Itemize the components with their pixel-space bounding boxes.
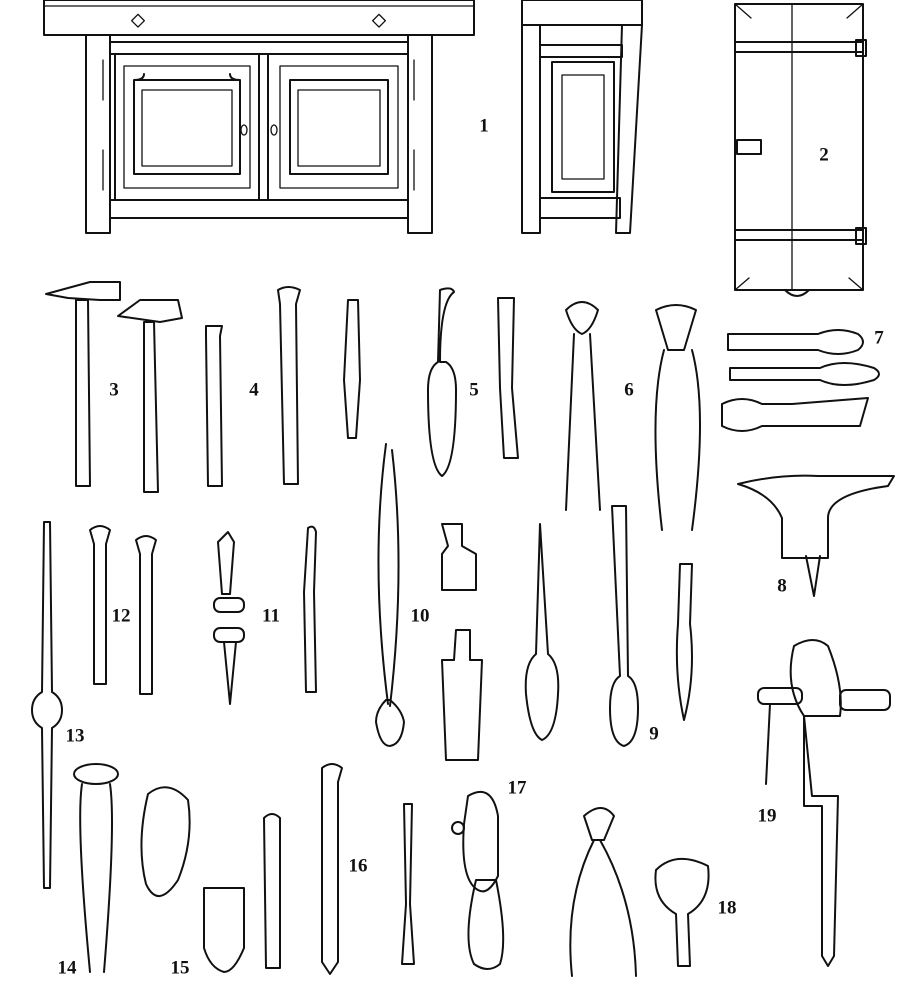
pin-vise-drawing: [451, 791, 505, 970]
figure-number-7: 7: [874, 327, 884, 349]
figure-number-18: 18: [717, 897, 737, 919]
hand-vices-drawing: [140, 786, 245, 973]
figure-number-4: 4: [249, 379, 259, 401]
punches-tall-drawing: [263, 763, 415, 975]
files-drawing: [721, 329, 880, 432]
burnisher-drawing: [654, 858, 710, 967]
anvil-drawing: [737, 474, 895, 597]
bow-drill-drawing: [375, 443, 483, 761]
pincers-drawing: [569, 807, 637, 977]
figure-number-13: 13: [65, 725, 85, 747]
workbench-side-drawing: [521, 0, 643, 234]
figure-number-16: 16: [348, 855, 368, 877]
awl-file-needle-drawing: [524, 505, 693, 747]
figure-number-9: 9: [649, 723, 659, 745]
figure-number-2: 2: [819, 144, 829, 166]
tap-wrench-drawing: [31, 521, 63, 889]
figure-number-3: 3: [109, 379, 119, 401]
figure-number-17: 17: [507, 777, 527, 799]
drill-bits-drawing: [213, 525, 317, 705]
figure-number-8: 8: [777, 575, 787, 597]
figure-number-6: 6: [624, 379, 634, 401]
figure-number-14: 14: [57, 957, 77, 979]
workbench-front-drawing: [43, 0, 475, 234]
figure-number-5: 5: [469, 379, 479, 401]
chisels-drawing: [343, 287, 519, 477]
clamp-tongs-drawing: [73, 763, 119, 973]
bench-vise-drawing: [757, 639, 891, 967]
punch-set-drawing: [89, 525, 157, 695]
tool-chest-drawing: [734, 3, 867, 297]
nippers-drawing: [565, 301, 701, 531]
figure-number-11: 11: [262, 605, 280, 627]
figure-number-10: 10: [410, 605, 430, 627]
figure-number-15: 15: [170, 957, 190, 979]
figure-number-12: 12: [111, 605, 131, 627]
figure-number-19: 19: [757, 805, 777, 827]
hammers-drawing: [45, 281, 183, 493]
figure-number-1: 1: [479, 115, 489, 137]
punches-drawing: [205, 286, 301, 487]
